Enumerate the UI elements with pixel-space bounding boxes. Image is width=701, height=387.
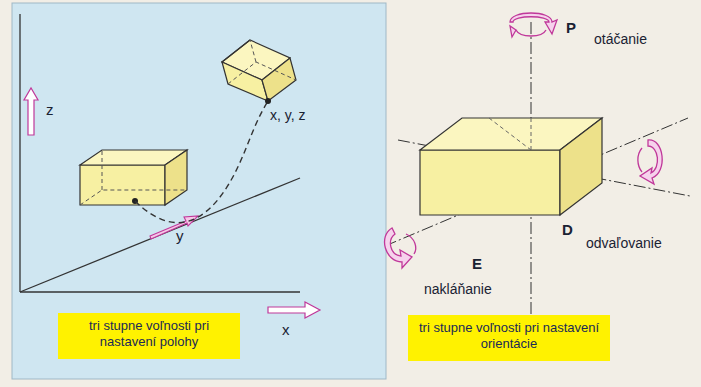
axis-label: E [472,256,482,273]
axis-label: D [562,222,573,239]
axis-label: otáčanie [594,32,647,47]
axis-label: x [282,322,290,339]
axis-label: odvaľovanie [586,236,662,251]
axis-label: z [46,102,54,119]
blue-panel [12,3,386,379]
caption-box: tri stupne voľnosti pri nastavení polohy [58,313,240,359]
axis-label: y [176,228,184,245]
caption-text: tri stupne voľnosti pri nastavení polohy [66,318,232,351]
axis-label: P [566,20,576,37]
axis-label: x, y, z [270,108,306,123]
axis-label: nakláňanie [424,282,492,297]
caption-box: tri stupne voľnosti pri nastavení orient… [408,315,610,361]
caption-text: tri stupne voľnosti pri nastavení orient… [416,320,602,353]
